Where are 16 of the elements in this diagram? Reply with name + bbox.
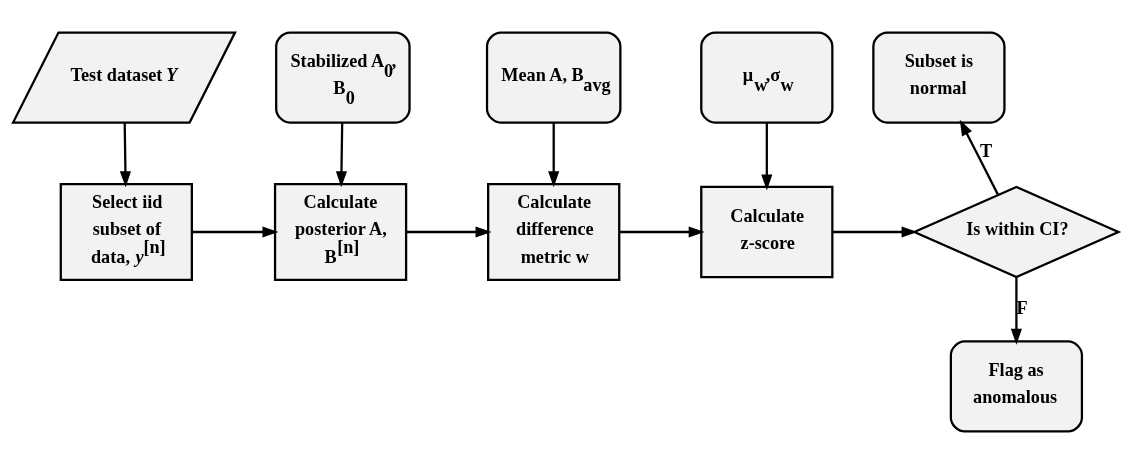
node-box: Calculate z-score xyxy=(700,185,834,278)
arrow xyxy=(619,225,705,238)
arrow xyxy=(761,122,773,190)
edge-label: F xyxy=(1016,297,1028,318)
node-box: Flag as anomalous xyxy=(949,339,1084,433)
node-box: Subset is normal xyxy=(872,30,1006,124)
arrow xyxy=(959,119,999,195)
arrow xyxy=(548,122,560,187)
arrow xyxy=(119,122,131,187)
node-box: Calculate difference metric w xyxy=(487,182,621,281)
arrow xyxy=(406,225,492,238)
arrow xyxy=(1010,276,1022,345)
arrow xyxy=(192,225,279,238)
arrow xyxy=(335,122,348,187)
edge-label: T xyxy=(979,140,993,161)
arrow xyxy=(832,225,918,238)
